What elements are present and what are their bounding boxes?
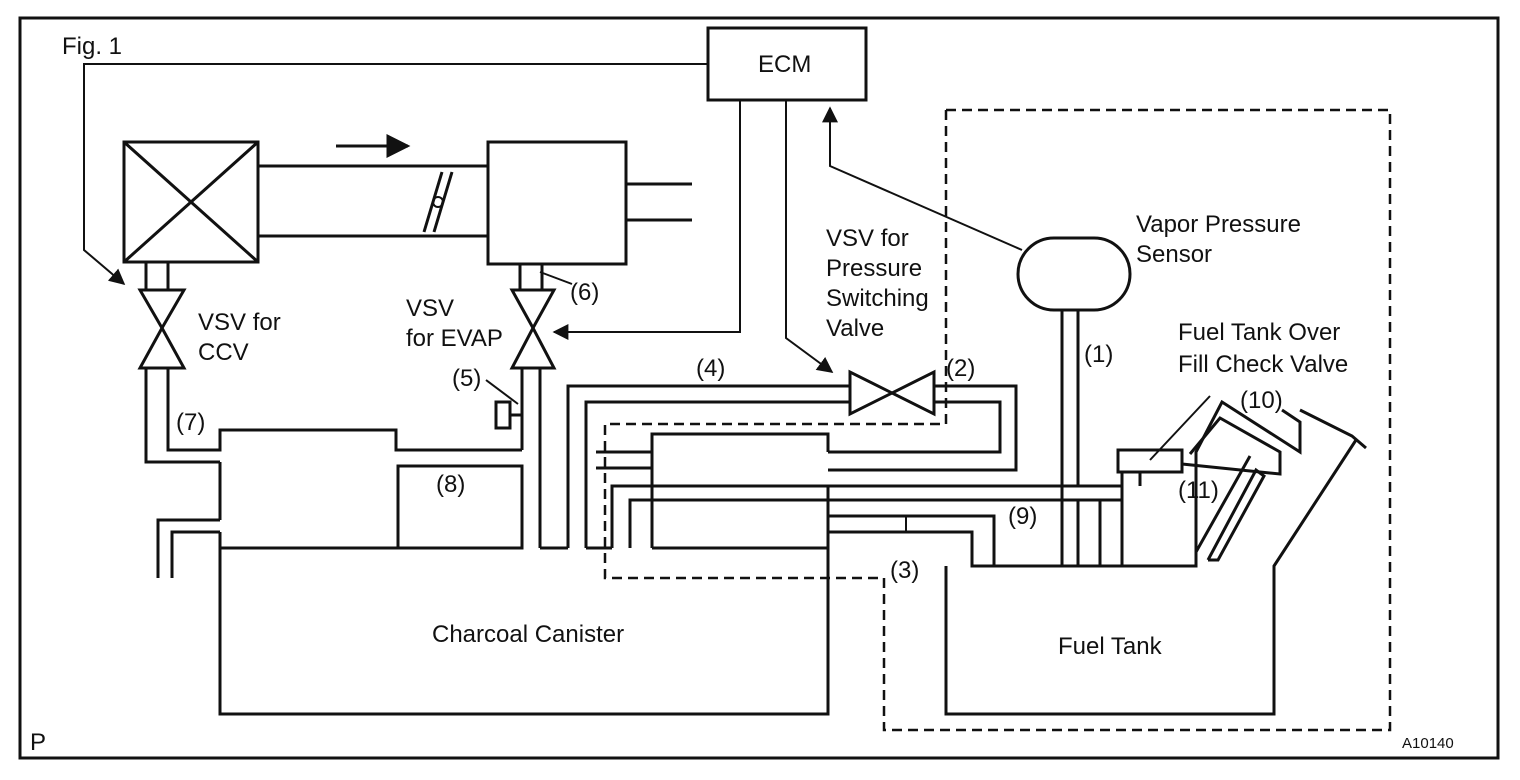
callout-11: (11) (1178, 477, 1219, 504)
callout-6: (6) (570, 279, 599, 306)
vapor-pressure-sensor (1016, 236, 1132, 312)
vsv-pressure-label-3: Switching (826, 285, 929, 312)
callout-9: (9) (1008, 503, 1037, 530)
pipe-2-outer (828, 384, 1018, 472)
fig-label: Fig. 1 (62, 33, 122, 60)
callout-5-leader (485, 379, 519, 405)
pipe-2-inner (828, 400, 1002, 454)
callout-5: (5) (452, 365, 481, 392)
vsv-ccv-label-1: VSV for (198, 309, 281, 336)
ecm-label: ECM (758, 51, 811, 78)
vsv-pressure-label-1: VSV for (826, 225, 909, 252)
vapor-sensor-label-1: Vapor Pressure (1136, 211, 1301, 238)
pipe-4-inner (584, 400, 850, 548)
pipe-9-upper (610, 484, 1122, 548)
fuel-tank-body (944, 439, 1358, 716)
ecm-to-pressure-vsv-wire (785, 100, 834, 373)
pipe-9-lower (628, 498, 1122, 548)
air-cleaner (122, 140, 260, 264)
check-valve-label-2: Fill Check Valve (1178, 351, 1348, 378)
pipe-7-upper (166, 428, 522, 452)
fuel-tank-label: Fuel Tank (1058, 633, 1163, 660)
vsv-pressure-label-4: Valve (826, 315, 884, 342)
figure-frame (18, 16, 1500, 760)
callout-3: (3) (890, 557, 919, 584)
corner-mark: P (30, 729, 46, 756)
vsv-evap-label-1: VSV (406, 295, 454, 322)
intake-manifold (486, 140, 628, 266)
dashed-enclosure (603, 108, 1392, 732)
vent-pipe-outer (156, 518, 220, 578)
vsv-evap-label-2: for EVAP (406, 325, 503, 352)
vsv-ccv-label-2: CCV (198, 339, 249, 366)
callout-8: (8) (436, 471, 465, 498)
over-fill-check-valve (1116, 448, 1184, 474)
callout-7: (7) (176, 409, 205, 436)
callout-2: (2) (946, 355, 975, 382)
pipe-7-lower (144, 430, 220, 464)
vsv-ccv-valve (137, 262, 187, 430)
fuel-tank-top (1170, 540, 1198, 568)
check-valve-leader (1149, 395, 1211, 461)
ecm-to-ccv-wire (83, 63, 708, 286)
charcoal-canister-label: Charcoal Canister (432, 621, 624, 648)
callout-10: (10) (1240, 387, 1283, 414)
vsv-pressure-label-2: Pressure (826, 255, 922, 282)
throttle-valve (422, 171, 454, 233)
callout-1: (1) (1084, 341, 1113, 368)
figure-code: A10140 (1402, 735, 1454, 752)
charcoal-canister-body (218, 530, 1170, 716)
canister-fitting (650, 432, 830, 548)
callout-6-leader (539, 271, 573, 285)
pipe-4-outer (566, 384, 850, 548)
filler-neck (1181, 399, 1367, 562)
callout-4: (4) (696, 355, 725, 382)
vent-pipe-inner (170, 530, 220, 578)
vapor-sensor-label-2: Sensor (1136, 241, 1212, 268)
sensor-signal-wire (822, 106, 1023, 251)
vsv-evap-valve (509, 264, 557, 370)
purge-port-5 (494, 400, 512, 430)
pipe-3 (828, 514, 996, 566)
vsv-pressure-switching-valve (848, 369, 936, 417)
check-valve-label-1: Fuel Tank Over (1178, 319, 1340, 346)
ecm-to-evap-wire (552, 100, 741, 340)
